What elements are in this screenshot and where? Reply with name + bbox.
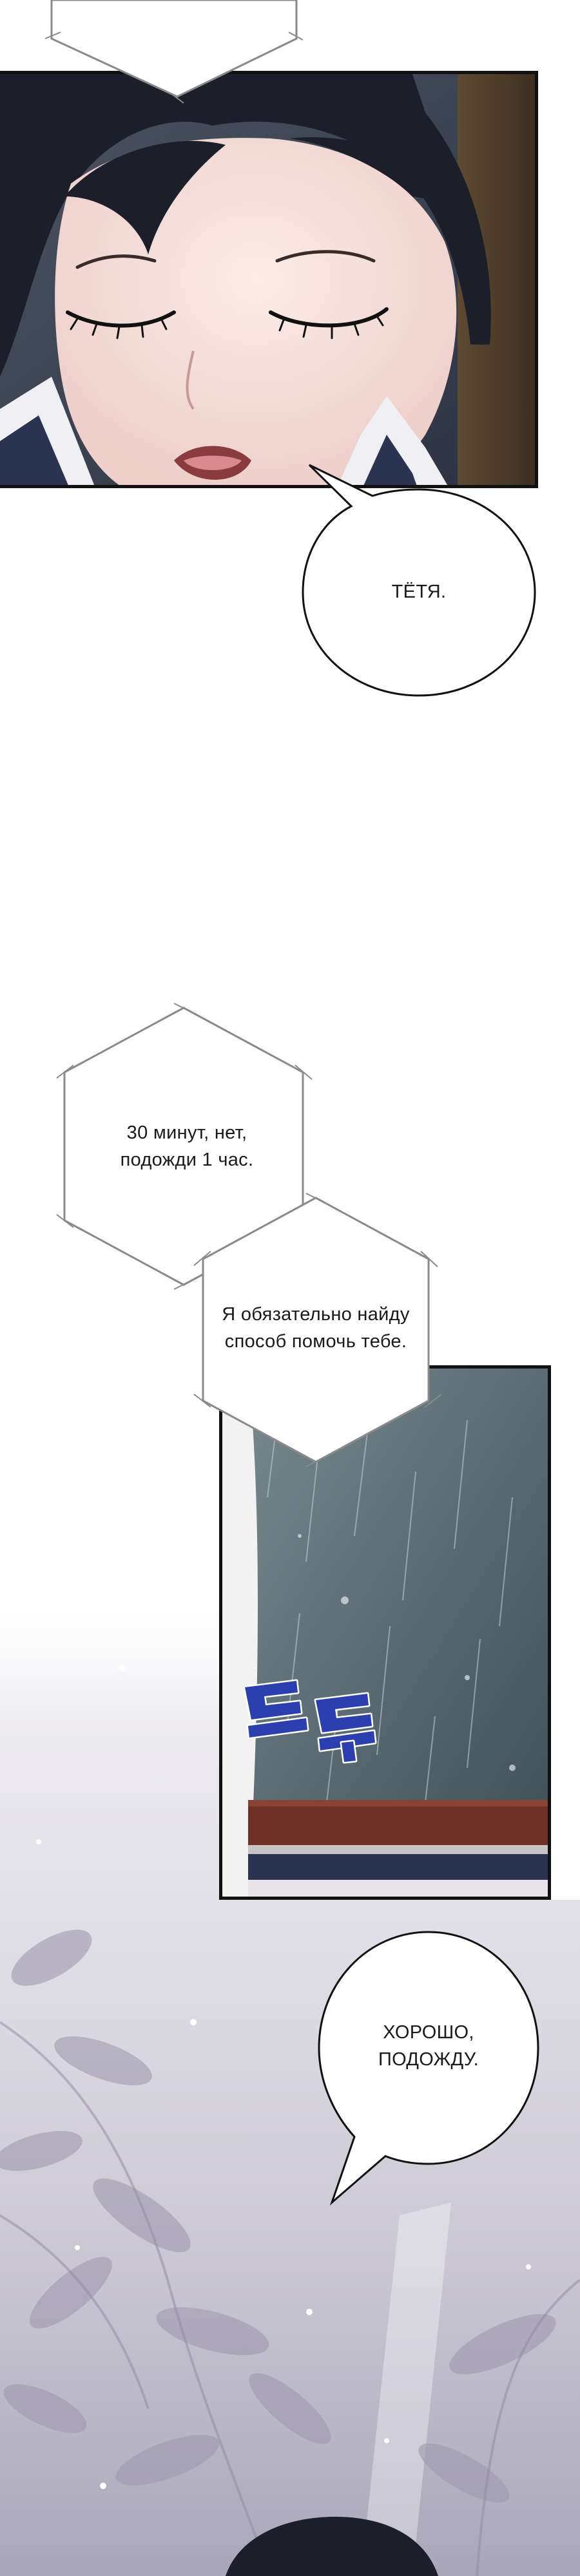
thought-text-2: Я обязательно найду способ помочь тебе.	[222, 1304, 410, 1352]
panel-misty-foliage	[0, 1571, 580, 2576]
panel-woman-face	[0, 71, 538, 488]
hexagon-bubble-2	[193, 1193, 442, 1467]
dialogue-reply: ХОРОШО, ПОДОЖДУ.	[378, 2022, 479, 2070]
misty-foliage-art	[0, 1571, 580, 2576]
dialogue-aunt: ТЁТЯ.	[391, 582, 447, 602]
sfx-knock: Тук	[238, 1674, 380, 1765]
rain-window-art	[222, 1368, 548, 1897]
speech-bubble-aunt	[302, 464, 536, 697]
thought-text-1: 30 минут, нет, подожди 1 час.	[120, 1122, 254, 1171]
panel-rain-window	[219, 1365, 551, 1900]
speech-bubble-reply	[318, 1931, 539, 2206]
hexagon-bubble-fragment	[45, 0, 303, 104]
sfx-knock-glyphs	[243, 1679, 377, 1764]
hexagon-bubble-1	[56, 1003, 316, 1290]
woman-face-art	[0, 74, 535, 485]
